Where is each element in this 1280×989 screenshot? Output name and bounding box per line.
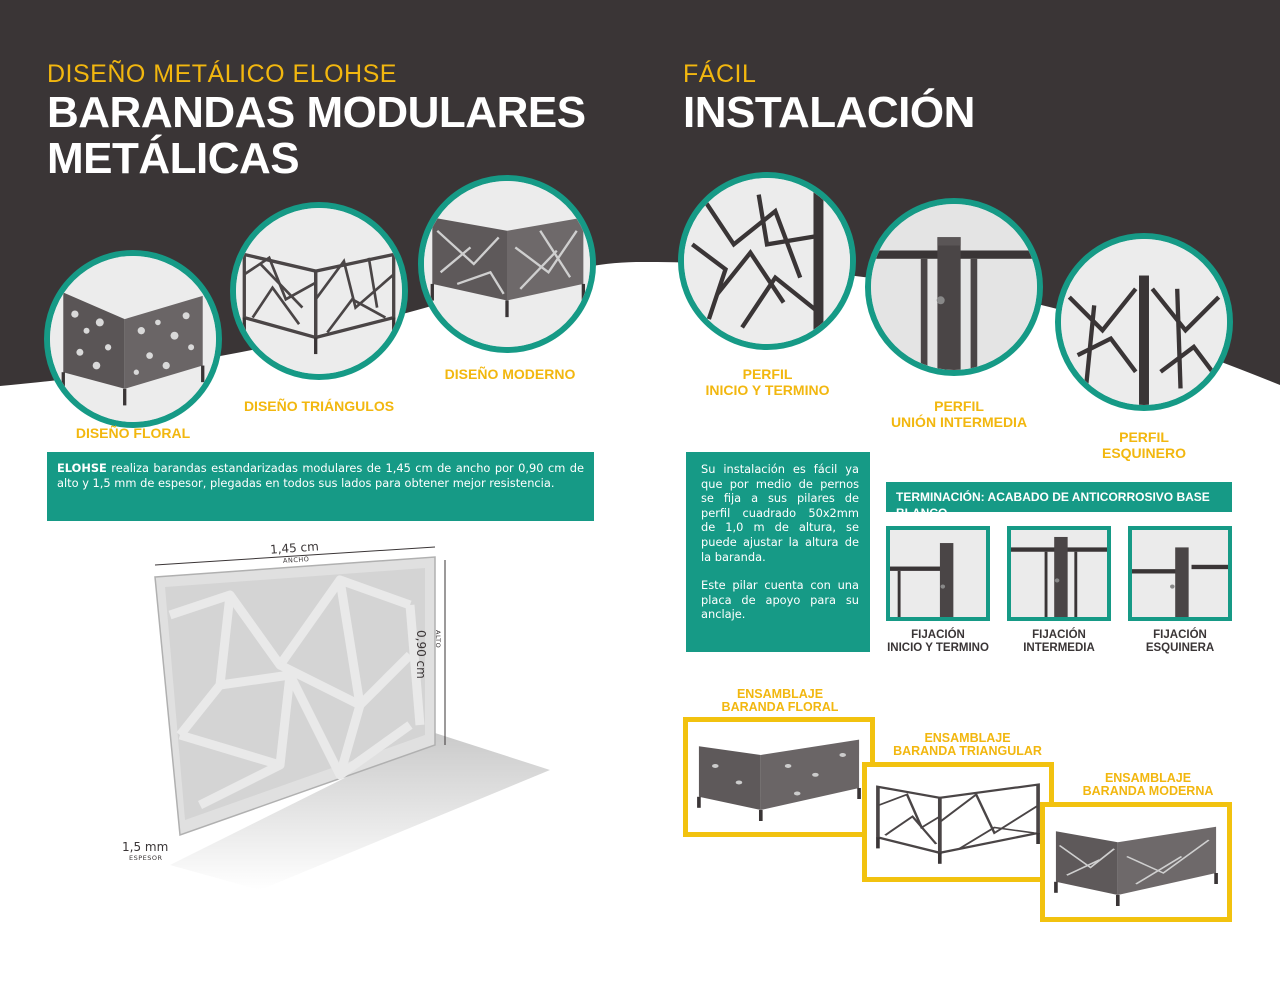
thickness-label: ESPESOR [129,854,163,862]
left-subtitle: DISEÑO METÁLICO ELOHSE [47,60,397,88]
left-title-line2: METÁLICAS [47,134,300,183]
fixation-intermediate-image [1007,526,1111,621]
floral-assembly-label: ENSAMBLAJE BARANDA FLORAL [700,688,860,714]
modern-assembly-image [1040,802,1232,922]
start-end-profile-image [678,172,856,350]
floral-assembly-image [683,717,875,837]
fixation-start-end-image [886,526,990,621]
profile-label-line1: PERFIL [1119,429,1169,445]
left-title: BARANDAS MODULARES METÁLICAS [47,90,586,182]
profile-label-line2: ESQUINERO [1101,445,1186,461]
fixation-corner-label: FIJACIÓN ESQUINERA [1122,629,1238,655]
fixation-corner-image [1128,526,1232,621]
right-title: INSTALACIÓN [683,88,975,137]
installation-paragraph-2: Este pilar cuenta con una placa de apoyo… [701,578,859,622]
modern-assembly-label: ENSAMBLAJE BARANDA MODERNA [1068,772,1228,798]
fixation-label-line2: INTERMEDIA [1023,642,1095,654]
fixation-intermediate-label: FIJACIÓN INTERMEDIA [1001,629,1117,655]
fixation-start-end-label: FIJACIÓN INICIO Y TERMINO [880,629,996,655]
fixation-label-line2: ESQUINERA [1145,642,1215,654]
intermediate-profile-label: PERFIL UNIÓN INTERMEDIA [874,398,1044,430]
modern-design-label: DISEÑO MODERNO [444,366,576,382]
assembly-label-line1: ENSAMBLAJE [924,731,1011,745]
height-label: ALTO [434,630,442,649]
corner-profile-label: PERFIL ESQUINERO [1074,429,1214,461]
fixation-label-line1: FIJACIÓN [1153,629,1207,641]
triangular-assembly-label: ENSAMBLAJE BARANDA TRIANGULAR [880,732,1055,758]
installation-paragraph-1: Su instalación es fácil ya que por medio… [701,462,859,564]
assembly-label-line1: ENSAMBLAJE [736,687,824,701]
triangles-design-image [230,202,408,380]
termination-label: TERMINACIÓN: [896,490,985,504]
triangles-design-label: DISEÑO TRIÁNGULOS [243,398,395,414]
intro-brand: ELOHSE [57,461,107,475]
intermediate-profile-image [865,198,1043,376]
intro-text-box: ELOHSE realiza barandas estandarizadas m… [47,452,594,521]
termination-bar: TERMINACIÓN: ACABADO DE ANTICORROSIVO BA… [886,482,1232,520]
modern-design-image [418,175,596,353]
installation-text-box: Su instalación es fácil ya que por medio… [686,452,870,652]
termination-text: ACABADO DE ANTICORROSIVO BASE BLANCO [896,490,1210,520]
profile-label-line1: PERFIL [742,366,793,382]
right-subtitle: FÁCIL [683,60,757,88]
profile-label-line2: UNIÓN INTERMEDIA [890,414,1028,430]
floral-design-image [44,250,222,428]
start-end-profile-label: PERFIL INICIO Y TERMINO [690,366,845,398]
fixation-label-line2: INICIO Y TERMINO [887,642,989,654]
assembly-label-line2: BARANDA FLORAL [721,700,839,714]
fixation-label-line1: FIJACIÓN [911,629,965,641]
main-panel-illustration [110,535,580,900]
assembly-label-line2: BARANDA MODERNA [1082,784,1214,798]
triangular-assembly-image [862,762,1054,882]
floral-design-label: DISEÑO FLORAL [75,425,191,441]
corner-profile-image [1055,233,1233,411]
left-title-line1: BARANDAS MODULARES [47,88,586,137]
intro-text: realiza barandas estandarizadas modulare… [57,461,584,490]
assembly-label-line2: BARANDA TRIANGULAR [893,744,1042,758]
thickness-value: 1,5 mm [122,840,169,854]
height-value: 0,90 cm [414,630,428,679]
profile-label-line2: INICIO Y TERMINO [705,382,830,398]
profile-label-line1: PERFIL [934,398,984,414]
assembly-label-line1: ENSAMBLAJE [1104,771,1192,785]
fixation-label-line1: FIJACIÓN [1032,629,1086,641]
